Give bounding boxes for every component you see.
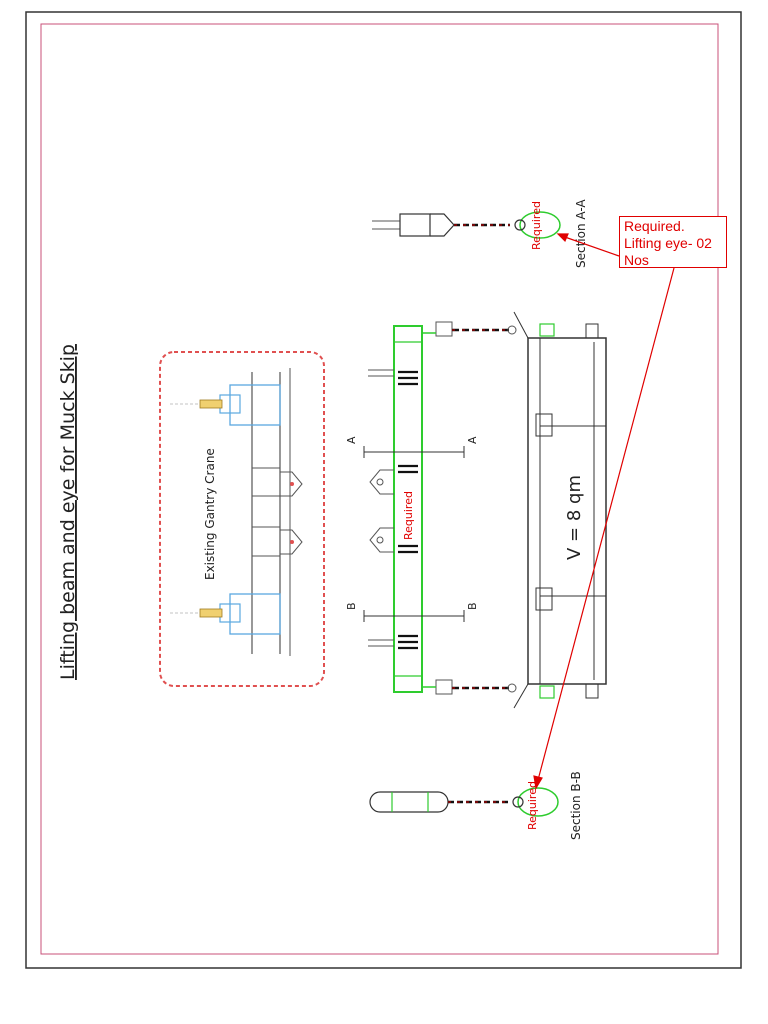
skip-body [527, 337, 607, 685]
inner-frame [40, 23, 719, 955]
svg-text:B: B [466, 602, 479, 610]
drawing-title: Lifting beam and eye for Muck Skip [57, 344, 79, 680]
required-callout-box: Required. Lifting eye- 02 Nos [619, 216, 727, 268]
section-aa-detail: Required Section A-A [372, 199, 588, 268]
svg-text:A: A [466, 436, 479, 444]
crane-cloud-outline [159, 351, 325, 687]
crane-eye-upper [279, 471, 303, 497]
required-bb-label: Required [526, 781, 539, 830]
beam-required-label: Required [402, 491, 415, 540]
lifting-beam: Required [368, 321, 453, 695]
callout-line-1: Required. [624, 218, 685, 234]
gantry-crane-inset: Existing Gantry Crane [159, 351, 325, 687]
section-bb-detail: Required Section B-B [369, 771, 583, 840]
callout-line-3: Nos [624, 252, 649, 268]
svg-text:A: A [345, 436, 358, 444]
muck-skip: V = 8 qm [513, 311, 607, 709]
callout-leaders [533, 233, 675, 790]
required-aa-label: Required [530, 201, 543, 250]
outer-border [25, 11, 742, 969]
crane-eye-lower [279, 529, 303, 555]
section-marker-b: B B [345, 602, 479, 622]
skip-volume-label: V = 8 qm [564, 475, 585, 560]
section-bb-label: Section B-B [569, 771, 583, 840]
lifting-eye-bb [517, 787, 559, 817]
section-marker-a: A A [345, 436, 479, 458]
lifting-eye-aa [519, 211, 561, 239]
section-aa-label: Section A-A [574, 199, 588, 268]
svg-text:B: B [345, 602, 358, 610]
beam-eye-upper [369, 469, 394, 495]
crane-hook-bottom [170, 593, 281, 635]
beam-body [393, 325, 423, 693]
slings [452, 325, 517, 693]
callout-line-2: Lifting eye- 02 [624, 235, 712, 251]
crane-hook-top [170, 384, 281, 426]
crane-label: Existing Gantry Crane [203, 448, 217, 580]
beam-eye-lower [369, 527, 394, 553]
